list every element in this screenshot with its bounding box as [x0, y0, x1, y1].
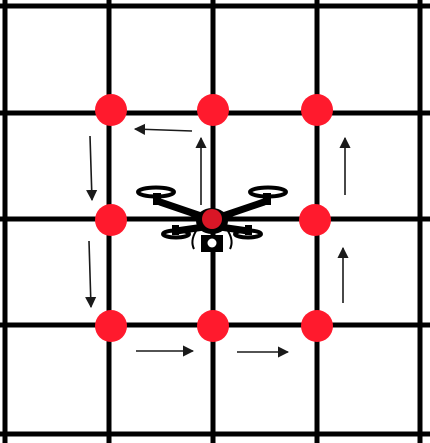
- waypoints: [95, 94, 333, 342]
- waypoint-bottom-center: [197, 310, 229, 342]
- waypoint-top-left: [95, 94, 127, 126]
- waypoint-top-right: [301, 94, 333, 126]
- waypoint-middle-right: [299, 204, 331, 236]
- quadcopter-drone-icon: [136, 185, 288, 252]
- arrow-down: [85, 240, 97, 309]
- arrow-down: [86, 135, 98, 202]
- waypoint-bottom-right: [301, 310, 333, 342]
- waypoint-middle-left: [95, 204, 127, 236]
- path-arrows: [85, 123, 351, 358]
- waypoint-top-center: [197, 94, 229, 126]
- arrow-left: [133, 123, 193, 135]
- waypoint-bottom-left: [95, 310, 127, 342]
